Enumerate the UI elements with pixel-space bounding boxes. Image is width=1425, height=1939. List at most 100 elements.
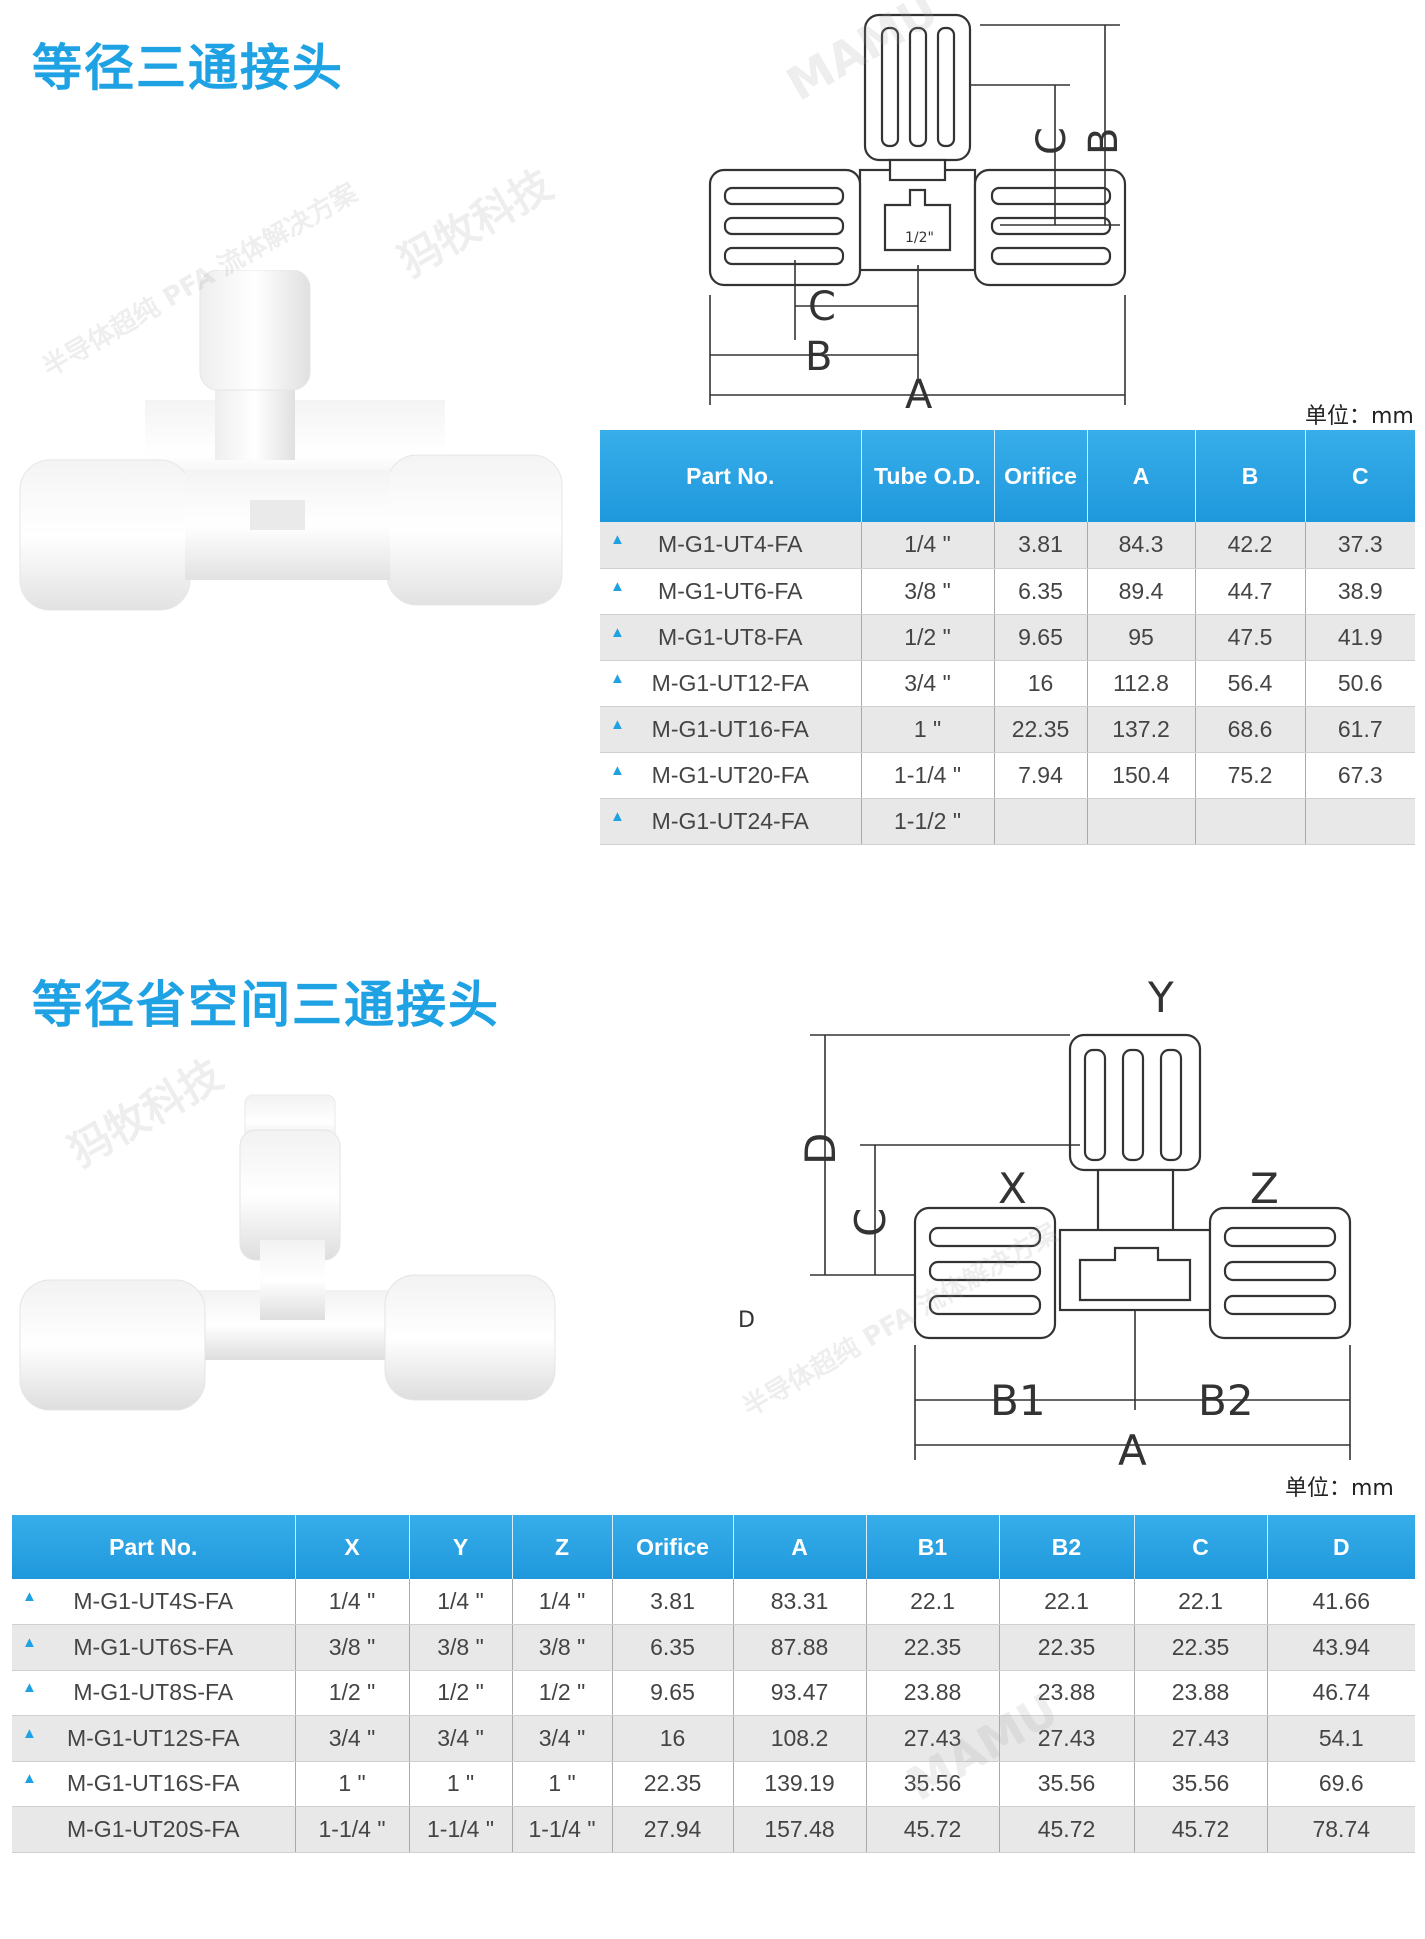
cell-a: 89.4 xyxy=(1087,568,1196,615)
cell-od: 1/4 " xyxy=(861,522,995,569)
cell-od: 1-1/2 " xyxy=(861,798,995,845)
triangle-marker-icon: ▲ xyxy=(22,1633,37,1651)
col-tube-od: Tube O.D. xyxy=(861,430,995,522)
cell-orifice: 22.35 xyxy=(994,706,1088,753)
cell-y: 1/2 " xyxy=(409,1670,513,1716)
triangle-marker-icon: ▲ xyxy=(22,1770,37,1788)
cell-orifice: 3.81 xyxy=(612,1579,734,1625)
cell-part: ▲ M-G1-UT8-FA xyxy=(600,614,862,661)
cell-c: 27.43 xyxy=(1134,1715,1268,1762)
triangle-marker-icon: ▲ xyxy=(610,669,625,687)
cell-b1: 22.35 xyxy=(866,1624,1000,1671)
cell-d: 41.66 xyxy=(1267,1579,1415,1625)
cell-c: 67.3 xyxy=(1305,752,1415,799)
cell-c: 50.6 xyxy=(1305,660,1415,707)
cell-od: 3/8 " xyxy=(861,568,995,615)
dim-b-horizontal: B xyxy=(805,334,832,380)
part-number: M-G1-UT20S-FA xyxy=(66,1815,240,1842)
cell-b xyxy=(1195,798,1306,845)
cell-b: 68.6 xyxy=(1195,706,1306,753)
cell-z: 1/2 " xyxy=(512,1670,613,1716)
cell-c: 22.1 xyxy=(1134,1579,1268,1625)
cell-od: 1/2 " xyxy=(861,614,995,661)
cell-b2: 35.56 xyxy=(999,1761,1135,1807)
col-d: D xyxy=(1267,1515,1415,1579)
triangle-marker-icon: ▲ xyxy=(22,1679,37,1697)
cell-c: 22.35 xyxy=(1134,1624,1268,1671)
cell-y: 3/4 " xyxy=(409,1715,513,1762)
equal-tee-drawing: 1/2" C B A C B xyxy=(708,13,1127,418)
section1-unit: 单位：mm xyxy=(1305,404,1414,429)
section1-title: 等径三通接头 xyxy=(32,39,344,97)
cell-x: 3/8 " xyxy=(295,1624,410,1671)
cell-orifice: 22.35 xyxy=(612,1761,734,1807)
cell-od: 1 " xyxy=(861,706,995,753)
cell-b: 47.5 xyxy=(1195,614,1306,661)
cell-y: 1 " xyxy=(409,1761,513,1807)
cell-d: 46.74 xyxy=(1267,1670,1415,1716)
col-part-no: Part No. xyxy=(600,430,862,522)
cell-orifice: 16 xyxy=(612,1715,734,1762)
col-a: A xyxy=(733,1515,867,1579)
part-number: M-G1-UT6S-FA xyxy=(73,1633,234,1660)
part-number: M-G1-UT24-FA xyxy=(651,807,809,834)
cell-orifice xyxy=(994,798,1088,845)
dim-c: C xyxy=(846,1208,895,1237)
cell-part: ▲M-G1-UT12S-FA xyxy=(12,1715,296,1762)
cell-a: 112.8 xyxy=(1087,660,1196,707)
cell-z: 1 " xyxy=(512,1761,613,1807)
cell-d: 69.6 xyxy=(1267,1761,1415,1807)
cell-x: 1/4 " xyxy=(295,1579,410,1625)
cell-y: 1-1/4 " xyxy=(409,1806,513,1853)
triangle-marker-icon: ▲ xyxy=(610,531,625,549)
cell-orifice: 9.65 xyxy=(612,1670,734,1716)
part-number: M-G1-UT16-FA xyxy=(651,715,809,742)
triangle-marker-icon: ▲ xyxy=(610,623,625,641)
port-x-label: X xyxy=(998,1164,1027,1213)
stray-d-label: D xyxy=(738,1308,755,1333)
cell-b2: 23.88 xyxy=(999,1670,1135,1716)
cell-d: 78.74 xyxy=(1267,1806,1415,1853)
cell-b: 42.2 xyxy=(1195,522,1306,569)
cell-b1: 23.88 xyxy=(866,1670,1000,1716)
section2-title: 等径省空间三通接头 xyxy=(32,976,500,1034)
cell-orifice: 6.35 xyxy=(612,1624,734,1671)
part-number: M-G1-UT8-FA xyxy=(658,623,803,650)
cell-c: 61.7 xyxy=(1305,706,1415,753)
cell-z: 1-1/4 " xyxy=(512,1806,613,1853)
cell-y: 3/8 " xyxy=(409,1624,513,1671)
cell-c: 23.88 xyxy=(1134,1670,1268,1716)
cell-b: 75.2 xyxy=(1195,752,1306,799)
col-a: A xyxy=(1087,430,1196,522)
part-number: M-G1-UT4-FA xyxy=(658,531,803,558)
space-saving-tee-spec-table: Part No. X Y Z Orifice A B1 B2 C D ▲M-G1… xyxy=(12,1515,1415,1853)
cell-part: ▲ M-G1-UT4-FA xyxy=(600,522,862,569)
cell-b: 56.4 xyxy=(1195,660,1306,707)
cell-part: ▲M-G1-UT16-FA xyxy=(600,706,862,753)
triangle-marker-icon: ▲ xyxy=(610,761,625,779)
cell-od: 3/4 " xyxy=(861,660,995,707)
part-number: M-G1-UT6-FA xyxy=(658,577,803,604)
cell-c: 38.9 xyxy=(1305,568,1415,615)
dim-c-vertical: C xyxy=(1029,127,1075,155)
dim-d: D xyxy=(796,1133,845,1165)
cell-d: 54.1 xyxy=(1267,1715,1415,1762)
cell-a: 93.47 xyxy=(733,1670,867,1716)
cell-d: 43.94 xyxy=(1267,1624,1415,1671)
cell-b1: 22.1 xyxy=(866,1579,1000,1625)
cell-x: 3/4 " xyxy=(295,1715,410,1762)
col-c: C xyxy=(1134,1515,1268,1579)
cell-a: 157.48 xyxy=(733,1806,867,1853)
cell-x: 1-1/4 " xyxy=(295,1806,410,1853)
part-number: M-G1-UT16S-FA xyxy=(66,1770,240,1797)
col-c: C xyxy=(1305,430,1415,522)
col-orifice: Orifice xyxy=(612,1515,734,1579)
space-saving-tee-drawing: Y X Z B1 B2 A D C xyxy=(796,973,1352,1475)
